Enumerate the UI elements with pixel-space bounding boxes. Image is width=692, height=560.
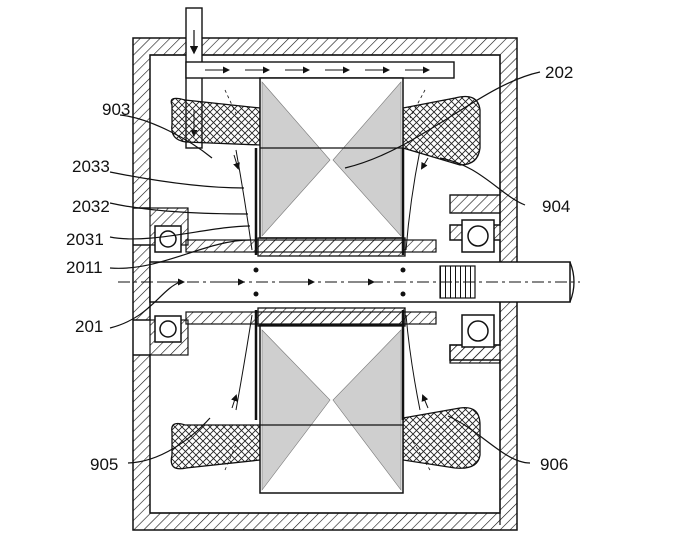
label-905: 905 xyxy=(90,455,118,474)
label-2033: 2033 xyxy=(72,157,110,176)
reference-labels: 202 903 2033 2032 2031 2011 201 904 905 … xyxy=(66,63,573,474)
label-201: 201 xyxy=(75,317,103,336)
label-903: 903 xyxy=(102,100,130,119)
bearings xyxy=(154,219,495,348)
label-2031: 2031 xyxy=(66,230,104,249)
flow-arrows xyxy=(224,89,431,471)
label-2011: 2011 xyxy=(66,258,103,277)
label-202: 202 xyxy=(545,63,573,82)
stator-core xyxy=(259,77,404,494)
label-906: 906 xyxy=(540,455,568,474)
leader-lines xyxy=(109,71,541,464)
label-904: 904 xyxy=(542,197,570,216)
shaft xyxy=(118,239,580,325)
end-windings xyxy=(170,95,481,470)
label-2032: 2032 xyxy=(72,197,110,216)
